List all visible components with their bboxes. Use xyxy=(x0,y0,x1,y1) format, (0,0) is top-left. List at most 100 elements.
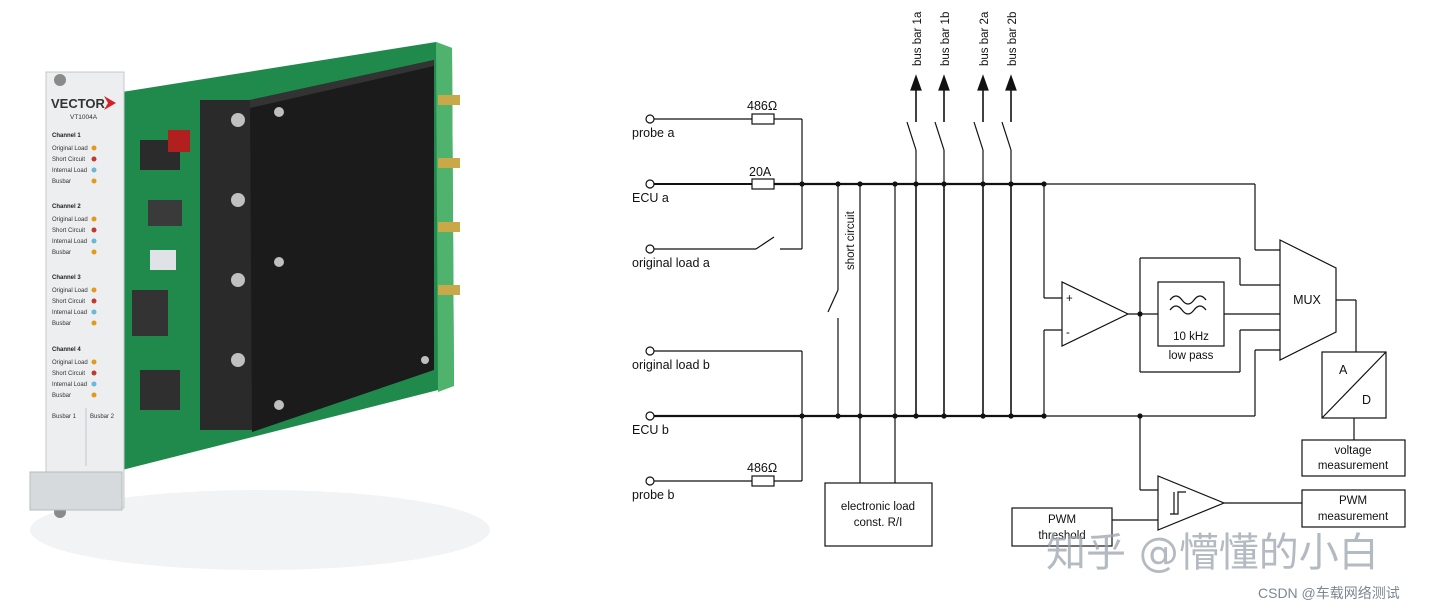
electronic-load-label: electronic load xyxy=(841,501,915,513)
screw xyxy=(421,356,429,364)
connector xyxy=(438,285,460,295)
terminal-label: ECU b xyxy=(632,423,669,437)
terminal-label: ECU a xyxy=(632,191,669,205)
terminal-label: probe b xyxy=(632,488,674,502)
mux-label: MUX xyxy=(1293,293,1321,307)
screw xyxy=(231,193,245,207)
watermark: 知乎 @懵懂的小白 xyxy=(1046,530,1379,576)
status-led xyxy=(91,392,97,398)
ic-chip xyxy=(148,200,182,226)
channel-row-label: Original Load xyxy=(52,146,88,152)
adc xyxy=(1321,351,1387,440)
status-led xyxy=(91,287,97,293)
status-led xyxy=(91,216,97,222)
electronic-load xyxy=(824,184,933,547)
pcb-edge xyxy=(436,42,454,392)
fuse-label: 20A xyxy=(749,165,772,179)
channel-row-label: Original Load xyxy=(52,217,88,223)
ecu-a-line xyxy=(654,178,1280,251)
heatsink-top xyxy=(250,60,434,108)
mosfet-array xyxy=(200,100,258,430)
screw xyxy=(231,353,245,367)
bus-bar-label: bus bar 2b xyxy=(1007,12,1019,66)
relay xyxy=(168,130,190,152)
busbar-label: Busbar 1 xyxy=(52,414,77,420)
status-led xyxy=(91,156,97,162)
voltage-measurement-label: measurement xyxy=(1318,460,1389,472)
screw xyxy=(231,273,245,287)
channel-row-label: Internal Load xyxy=(52,310,87,316)
junction-dots xyxy=(799,181,1143,419)
channel-block: Channel 2 Original Load Short Circuit In… xyxy=(52,204,97,256)
terminal-label: original load a xyxy=(632,256,710,270)
component xyxy=(150,250,176,270)
channel-row-label: Internal Load xyxy=(52,239,87,245)
original-load-a-switch xyxy=(654,184,803,250)
terminal-label: probe a xyxy=(632,126,674,140)
watermark-csdn: CSDN @车载网络测试 xyxy=(1258,585,1400,601)
product-photo: VECTOR VT1004A Channel 1 Original Load S… xyxy=(29,42,490,570)
channel-row-label: Short Circuit xyxy=(52,371,85,377)
connector xyxy=(438,222,460,232)
filter-frequency: 10 kHz xyxy=(1173,331,1209,343)
schematic: bus bar 1a bus bar 1b bus bar 2a bus bar… xyxy=(632,11,1406,547)
ic-chip xyxy=(140,370,180,410)
channel-block: Channel 3 Original Load Short Circuit In… xyxy=(52,275,97,327)
model-label: VT1004A xyxy=(70,114,98,121)
op-amp xyxy=(1043,184,1158,416)
voltage-measurement-box xyxy=(1301,439,1406,477)
bus-bar-label: bus bar 1b xyxy=(940,12,952,66)
bus-bar-arrows xyxy=(910,74,1017,122)
channel-block: Channel 4 Original Load Short Circuit In… xyxy=(52,347,97,399)
front-panel xyxy=(45,71,125,509)
short-circuit-switch xyxy=(827,184,839,416)
probe-a-path xyxy=(654,113,803,184)
panel-handle xyxy=(29,471,123,511)
status-led xyxy=(91,227,97,233)
electronic-load-label: const. R/I xyxy=(854,517,903,529)
status-led xyxy=(91,381,97,387)
voltage-measurement-label: voltage xyxy=(1334,445,1371,457)
connector xyxy=(438,158,460,168)
channel-row-label: Short Circuit xyxy=(52,299,85,305)
status-led xyxy=(91,178,97,184)
resistor-label: 486Ω xyxy=(747,99,777,113)
channel-row-label: Short Circuit xyxy=(52,157,85,163)
channel-row-label: Internal Load xyxy=(52,382,87,388)
ic-chip xyxy=(132,290,168,336)
panel-screw xyxy=(54,74,66,86)
channel-title: Channel 1 xyxy=(52,133,81,139)
bus-bar-drops xyxy=(915,184,1012,416)
pwm-comparator xyxy=(1112,416,1302,531)
screw xyxy=(274,107,284,117)
pwm-measurement-label: measurement xyxy=(1318,511,1389,523)
pwm-threshold-label: PWM xyxy=(1048,514,1076,526)
status-led xyxy=(91,249,97,255)
op-amp-minus: - xyxy=(1066,327,1070,339)
channel-row-label: Internal Load xyxy=(52,168,87,174)
channel-row-label: Short Circuit xyxy=(52,228,85,234)
channel-row-label: Busbar xyxy=(52,179,71,185)
pwm-measurement-box xyxy=(1301,489,1406,528)
status-led xyxy=(91,320,97,326)
brand-logo: VECTOR xyxy=(51,96,106,111)
screw xyxy=(274,400,284,410)
buffer-to-mux xyxy=(1139,257,1280,373)
brand-logo-arrow xyxy=(104,96,116,110)
busbar-label: Busbar 2 xyxy=(90,414,115,420)
pwm-threshold-box xyxy=(1011,507,1113,547)
resistor-label: 486Ω xyxy=(747,461,777,475)
pwm-measurement-label: PWM xyxy=(1339,495,1367,507)
short-circuit-label: short circuit xyxy=(845,210,857,270)
floor-shadow xyxy=(30,490,490,570)
adc-digital: D xyxy=(1362,393,1371,407)
status-led xyxy=(91,145,97,151)
channel-block: Channel 1 Original Load Short Circuit In… xyxy=(52,133,97,185)
channel-title: Channel 2 xyxy=(52,204,81,210)
filter-label: low pass xyxy=(1169,350,1214,362)
channel-title: Channel 3 xyxy=(52,275,81,281)
terminal-label: original load b xyxy=(632,358,710,372)
bus-bar-label: bus bar 1a xyxy=(912,11,924,66)
status-led xyxy=(91,370,97,376)
